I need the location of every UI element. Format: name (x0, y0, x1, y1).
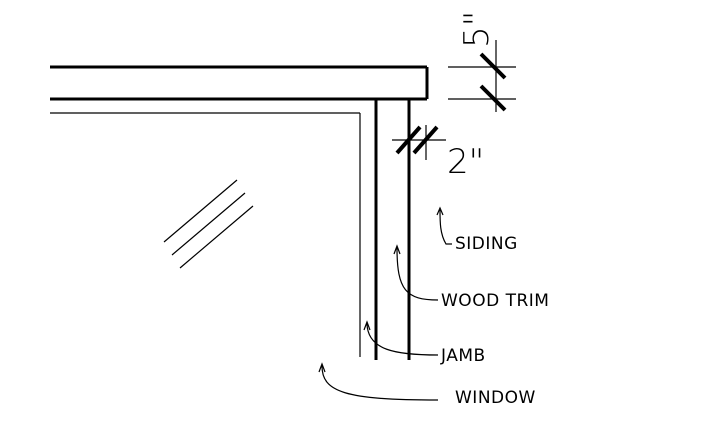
window-label: WINDOW (455, 388, 536, 408)
head-trim-dimension-text: 5" (457, 11, 497, 48)
side-wood-trim (374, 99, 411, 360)
side-trim-dimension: 2" (392, 125, 484, 182)
wood-trim-label: WOOD TRIM (441, 291, 549, 311)
window-leader: WINDOW (318, 362, 536, 408)
wood-trim-leader: WOOD TRIM (393, 244, 549, 311)
siding-leader: SIDING (436, 206, 518, 254)
siding-label: SIDING (455, 234, 518, 254)
glass-hatch (163, 179, 254, 269)
head-trim-dimension: 5" (448, 11, 516, 112)
jamb-label: JAMB (440, 346, 486, 366)
jamb-leader: JAMB (363, 320, 486, 366)
window-jamb (50, 112, 361, 357)
head-trim (50, 65, 429, 101)
side-trim-dimension-text: 2" (447, 142, 484, 182)
